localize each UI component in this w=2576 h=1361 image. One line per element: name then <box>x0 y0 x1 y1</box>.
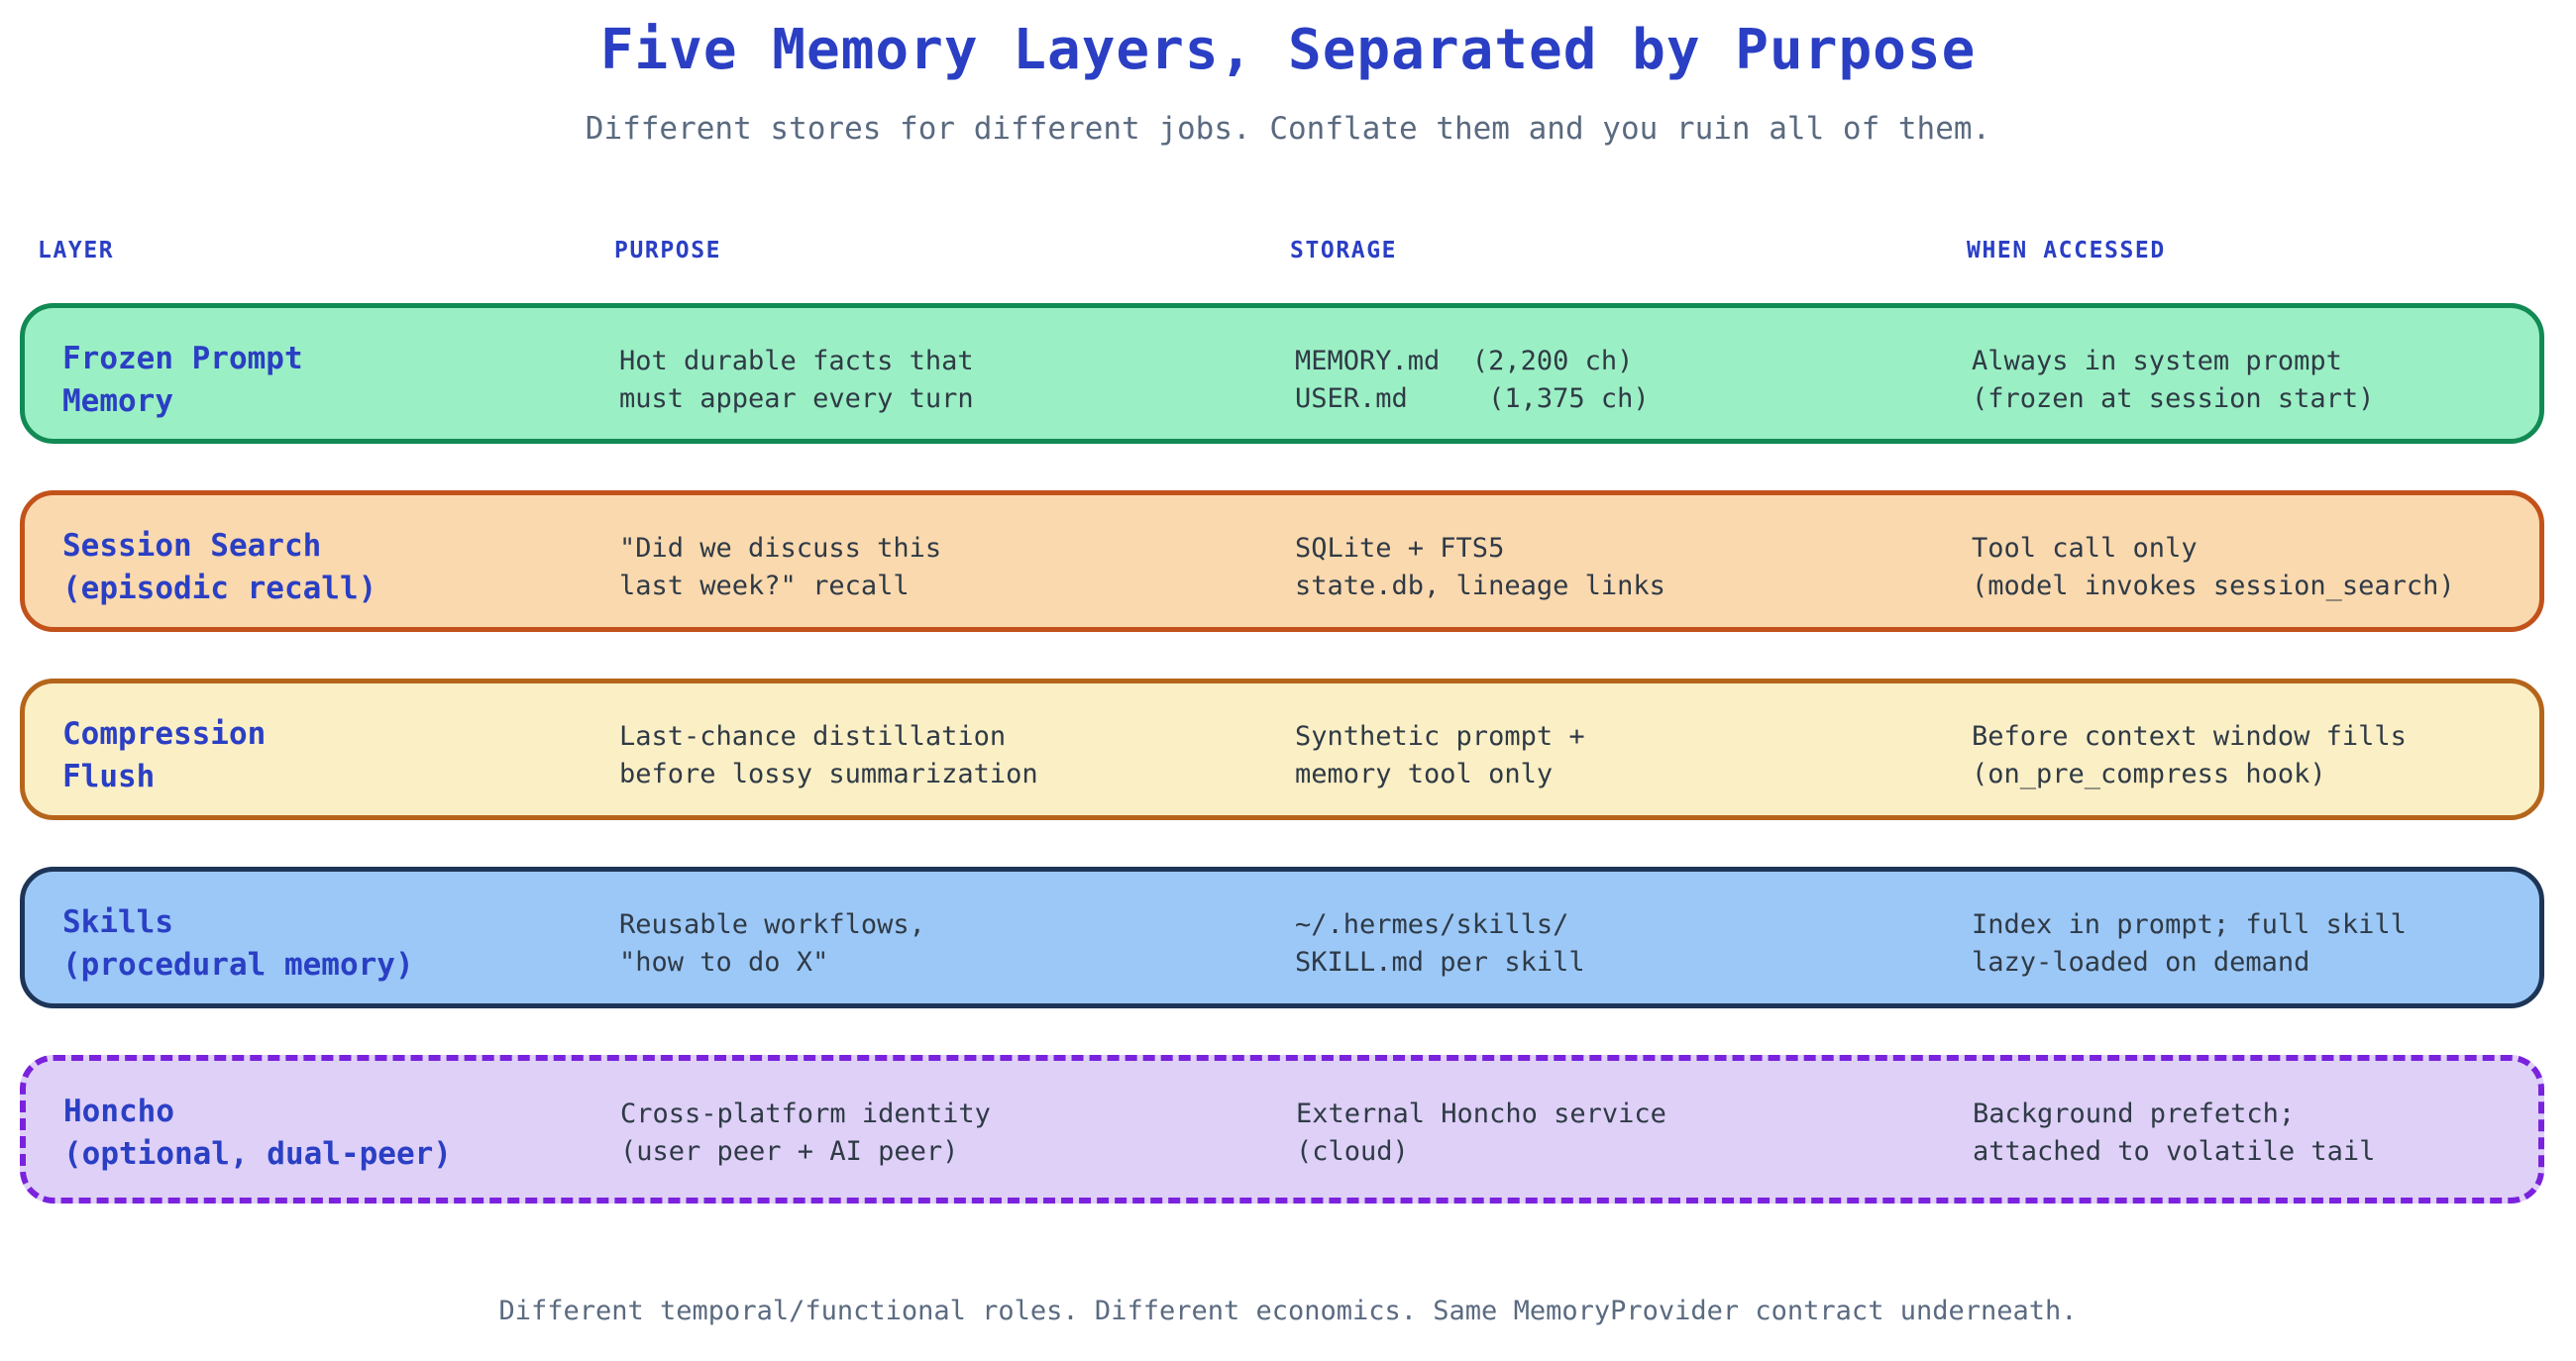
cell-layer: Frozen Prompt Memory <box>62 341 303 419</box>
layer-row[interactable]: Frozen Prompt Memory Hot durable facts th… <box>20 303 2544 444</box>
cell-purpose: "Did we discuss this last week?" recall <box>619 533 942 601</box>
cell-storage: MEMORY.md (2,200 ch) USER.md (1,375 ch) <box>1295 346 1650 414</box>
cell-purpose: Last-chance distillation before lossy su… <box>619 721 1038 789</box>
page-subtitle: Different stores for different jobs. Con… <box>585 111 1991 147</box>
cell-purpose: Hot durable facts that must appear every… <box>619 346 974 414</box>
column-header-row: LAYER PURPOSE STORAGE WHEN ACCESSED <box>0 238 2576 277</box>
column-header-when-accessed: WHEN ACCESSED <box>1967 238 2166 263</box>
cell-when-accessed: Always in system prompt (frozen at sessi… <box>1972 346 2375 414</box>
cell-layer: Skills (procedural memory) <box>62 904 414 983</box>
cell-layer: Honcho (optional, dual-peer) <box>63 1094 452 1172</box>
column-header-storage: STORAGE <box>1290 238 1398 263</box>
cell-when-accessed: Index in prompt; full skill lazy-loaded … <box>1972 909 2407 978</box>
layer-row[interactable]: Compression Flush Last-chance distillatio… <box>20 679 2544 820</box>
cell-when-accessed: Before context window fills (on_pre_comp… <box>1972 721 2407 789</box>
cell-purpose: Reusable workflows, "how to do X" <box>619 909 925 978</box>
cell-when-accessed: Background prefetch; attached to volatil… <box>1973 1099 2376 1167</box>
layer-row[interactable]: Skills (procedural memory) Reusable workf… <box>20 867 2544 1008</box>
cell-layer: Session Search (episodic recall) <box>62 528 377 606</box>
cell-storage: Synthetic prompt + memory tool only <box>1295 721 1585 789</box>
column-header-purpose: PURPOSE <box>614 238 722 263</box>
footer-note: Different temporal/functional roles. Dif… <box>498 1296 2078 1326</box>
layer-row[interactable]: Session Search (episodic recall) "Did we … <box>20 490 2544 632</box>
cell-when-accessed: Tool call only (model invokes session_se… <box>1972 533 2455 601</box>
page-title: Five Memory Layers, Separated by Purpose <box>599 18 1977 82</box>
column-header-layer: LAYER <box>38 238 115 263</box>
cell-purpose: Cross-platform identity (user peer + AI … <box>620 1099 991 1167</box>
cell-storage: ~/.hermes/skills/ SKILL.md per skill <box>1295 909 1585 978</box>
cell-storage: SQLite + FTS5 state.db, lineage links <box>1295 533 1665 601</box>
layer-row[interactable]: Honcho (optional, dual-peer) Cross-platfo… <box>20 1055 2544 1204</box>
cell-layer: Compression Flush <box>62 716 267 794</box>
cell-storage: External Honcho service (cloud) <box>1296 1099 1666 1167</box>
